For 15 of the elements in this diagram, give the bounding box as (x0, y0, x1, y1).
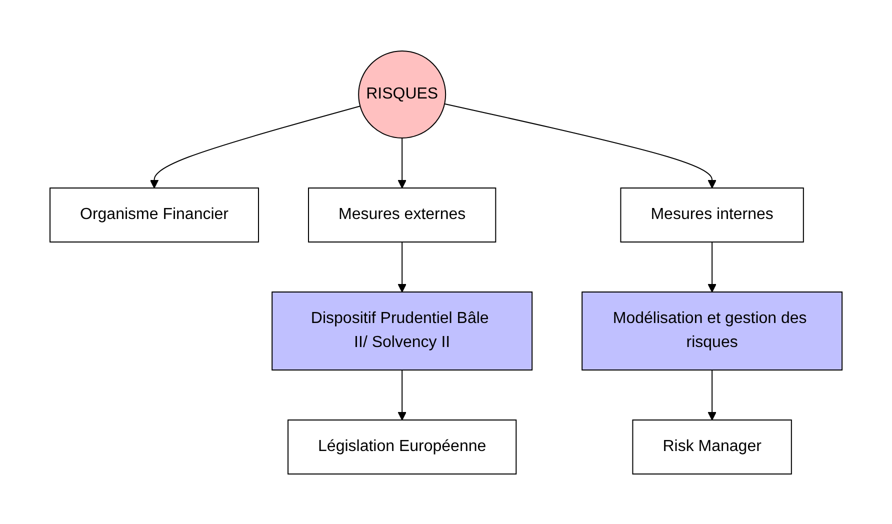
node-box: Organisme Financier (49, 187, 259, 242)
arrow (398, 137, 406, 188)
arrow (708, 369, 716, 420)
node-box: Modélisation et gestion des risques (582, 291, 843, 370)
arrow (150, 105, 361, 188)
arrow (444, 102, 716, 188)
node-box: Mesures internes (620, 187, 804, 242)
node-box: Mesures externes (308, 187, 496, 242)
node-box: Dispositif Prudentiel Bâle II/ Solvency II (272, 291, 533, 370)
arrow (708, 241, 716, 292)
node-circle: RISQUES (358, 50, 446, 138)
arrow (398, 369, 406, 420)
node-box: Législation Européenne (287, 419, 517, 474)
arrow (398, 241, 406, 292)
node-box: Risk Manager (632, 419, 792, 474)
